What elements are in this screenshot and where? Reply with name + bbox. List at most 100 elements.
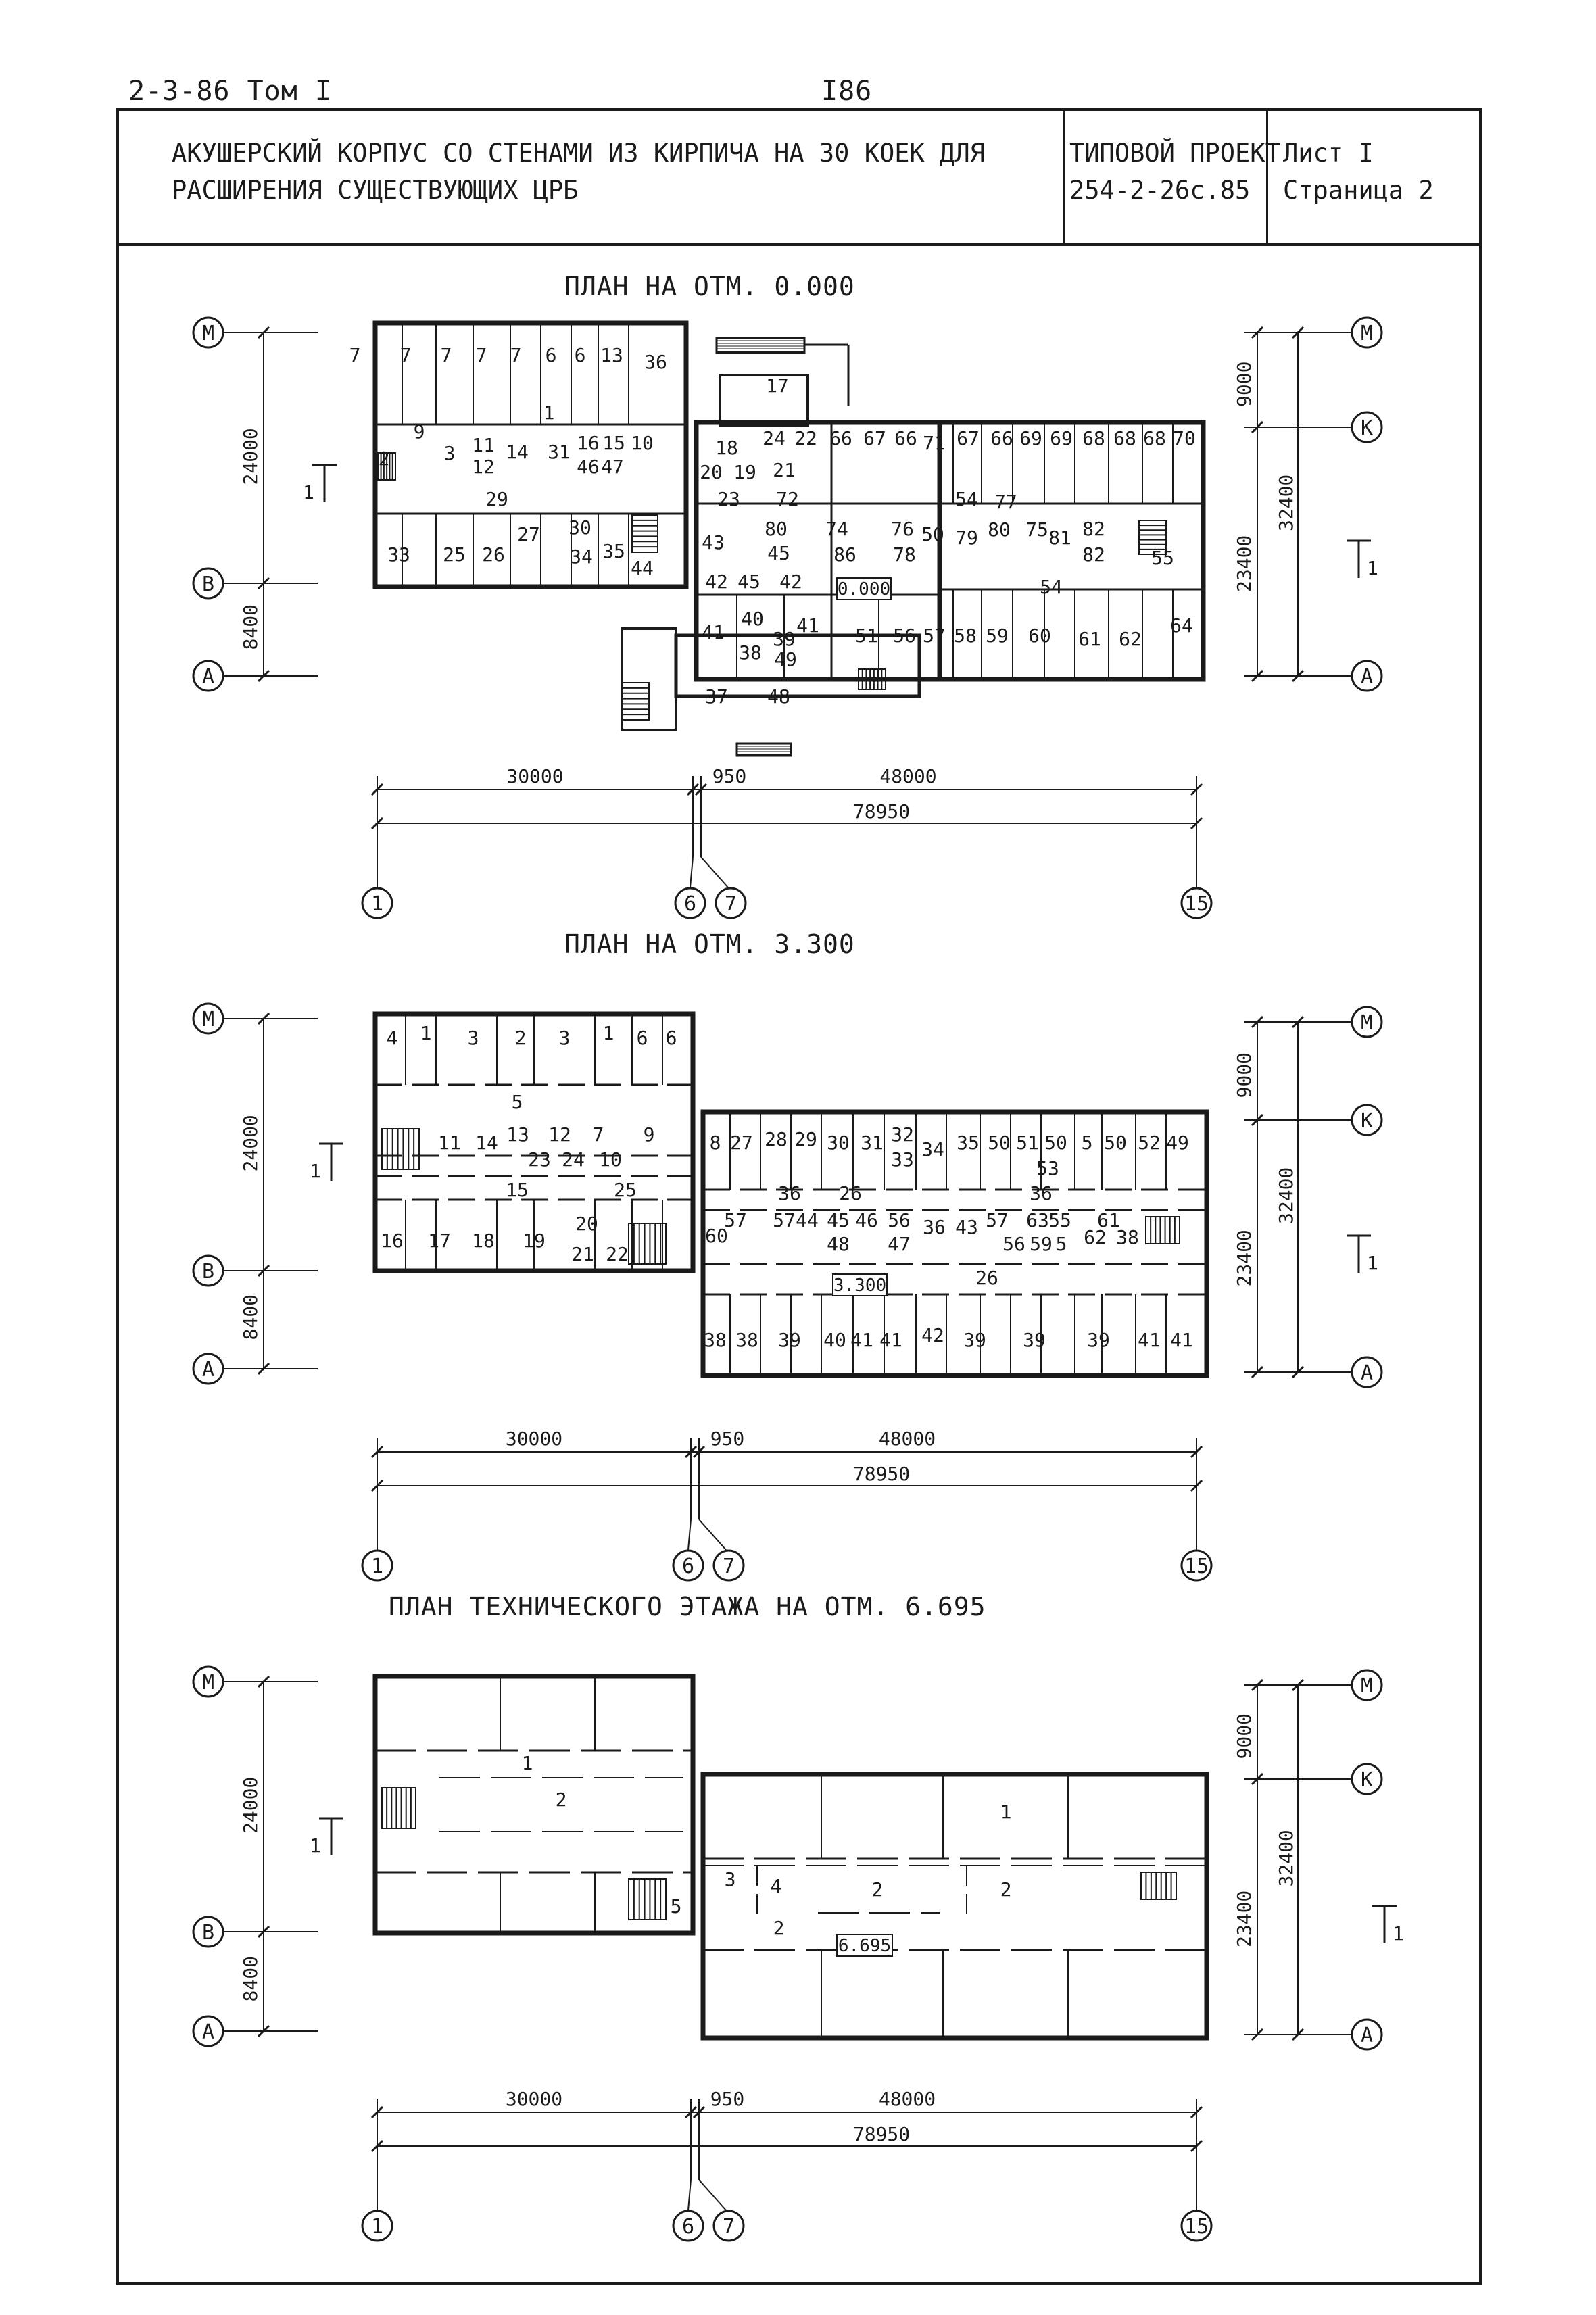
room-number-34: 34 bbox=[921, 1138, 944, 1161]
room-number-43: 43 bbox=[702, 531, 725, 554]
room-number-66: 66 bbox=[990, 427, 1013, 449]
page-number: I86 bbox=[821, 76, 873, 107]
room-number-2: 2 bbox=[379, 447, 390, 470]
stair-outline bbox=[1145, 1216, 1180, 1244]
dimension-tick bbox=[257, 669, 270, 683]
room-number-54: 54 bbox=[1040, 576, 1063, 598]
dim-30000: 30000 bbox=[506, 765, 563, 787]
room-number-19: 19 bbox=[523, 1229, 546, 1252]
axis-15-label: 15 bbox=[1184, 892, 1209, 916]
room-number-50: 50 bbox=[1044, 1131, 1067, 1154]
section-mark-left-label: 1 bbox=[303, 481, 314, 504]
axis-a-right-label: А bbox=[1361, 665, 1373, 689]
room-number-36: 36 bbox=[778, 1182, 801, 1204]
axis-1-label: 1 bbox=[371, 2215, 383, 2239]
stair-outline bbox=[1140, 1872, 1177, 1900]
dim-left-24000: 24000 bbox=[239, 428, 262, 485]
dimension-tick bbox=[1251, 420, 1264, 434]
level-mark-box bbox=[836, 1934, 893, 1957]
axis-7-circle bbox=[712, 1549, 745, 1582]
dim-950: 950 bbox=[710, 1428, 745, 1450]
dim-48000: 48000 bbox=[879, 1428, 936, 1450]
room-number-60: 60 bbox=[705, 1225, 728, 1247]
entrance-steps bbox=[735, 742, 792, 757]
stair-outline bbox=[628, 1223, 667, 1265]
axis-k-right-circle bbox=[1351, 411, 1383, 443]
axis-m-left-circle bbox=[192, 316, 224, 349]
room-number-86: 86 bbox=[833, 543, 856, 566]
axis-7-label: 7 bbox=[723, 2215, 735, 2239]
room-number-8: 8 bbox=[710, 1131, 721, 1154]
section-mark-right-label: 1 bbox=[1393, 1922, 1404, 1945]
room-number-53: 53 bbox=[1036, 1157, 1059, 1179]
dimension-tick bbox=[257, 2024, 270, 2038]
room-number-61: 61 bbox=[1097, 1209, 1120, 1232]
room-number-41: 41 bbox=[702, 621, 725, 643]
dimension-tick bbox=[1251, 326, 1264, 339]
axis-k-right-circle bbox=[1351, 1763, 1383, 1795]
room-number-36: 36 bbox=[644, 351, 667, 373]
title-block: АКУШЕРСКИЙ КОРПУС СО СТЕНАМИ ИЗ КИРПИЧА … bbox=[119, 111, 1479, 246]
room-number-39: 39 bbox=[778, 1329, 801, 1351]
section-mark-left-label: 1 bbox=[310, 1160, 321, 1182]
room-number-13: 13 bbox=[600, 344, 623, 366]
axis-a-right-circle bbox=[1351, 2018, 1383, 2051]
room-number-32: 32 bbox=[891, 1123, 914, 1146]
axis-1-circle bbox=[361, 1549, 393, 1582]
room-number-47: 47 bbox=[888, 1233, 911, 1255]
room-number-4: 4 bbox=[387, 1027, 398, 1049]
room-number-71: 71 bbox=[923, 432, 946, 454]
dim-48000: 48000 bbox=[879, 765, 936, 787]
dimension-tick bbox=[1190, 817, 1203, 830]
room-number-29: 29 bbox=[485, 488, 508, 510]
room-number-1: 1 bbox=[1000, 1801, 1012, 1823]
stair-outline bbox=[381, 1787, 416, 1829]
axis-k-right-label: К bbox=[1361, 1109, 1373, 1133]
room-number-78: 78 bbox=[893, 543, 916, 566]
room-number-16: 16 bbox=[381, 1229, 404, 1252]
dim-78950: 78950 bbox=[853, 1463, 910, 1485]
dimension-tick bbox=[692, 2105, 706, 2119]
dim-right-23400: 23400 bbox=[1233, 535, 1255, 592]
room-number-2: 2 bbox=[773, 1917, 785, 1939]
level-mark-box bbox=[836, 577, 892, 600]
room-number-46: 46 bbox=[855, 1209, 878, 1232]
dimension-tick bbox=[370, 817, 384, 830]
axis-a-left-circle bbox=[192, 1353, 224, 1385]
dimension-tick bbox=[257, 1362, 270, 1375]
dimension-tick bbox=[1291, 2028, 1305, 2041]
room-number-64: 64 bbox=[1170, 614, 1193, 637]
axis-15-circle bbox=[1180, 1549, 1213, 1582]
room-number-27: 27 bbox=[517, 523, 540, 545]
room-number-55: 55 bbox=[1151, 547, 1174, 569]
dimension-tick bbox=[370, 2139, 384, 2153]
axis-a-left-label: А bbox=[202, 2020, 214, 2044]
dim-left-8400: 8400 bbox=[239, 1956, 262, 2001]
axis-1-circle bbox=[361, 2210, 393, 2242]
project-label: ТИПОВОЙ ПРОЕКТ bbox=[1069, 139, 1280, 168]
room-number-2: 2 bbox=[556, 1788, 567, 1811]
room-number-3: 3 bbox=[559, 1027, 571, 1049]
dim-48000: 48000 bbox=[879, 2088, 936, 2110]
room-number-56: 56 bbox=[893, 625, 916, 647]
axis-7-label: 7 bbox=[723, 1555, 735, 1578]
dim-right-23400: 23400 bbox=[1233, 1229, 1255, 1286]
room-number-47: 47 bbox=[601, 456, 624, 478]
room-number-41: 41 bbox=[879, 1329, 902, 1351]
room-number-50: 50 bbox=[921, 523, 944, 545]
room-number-23: 23 bbox=[528, 1148, 551, 1171]
room-number-1: 1 bbox=[420, 1022, 432, 1044]
room-number-44: 44 bbox=[631, 557, 654, 579]
room-number-20: 20 bbox=[700, 461, 723, 483]
room-number-69: 69 bbox=[1050, 427, 1073, 449]
bubble-leader bbox=[690, 856, 694, 888]
bubble-leader bbox=[698, 1519, 727, 1551]
axis-k-right-label: К bbox=[1361, 416, 1373, 440]
stair-outline bbox=[381, 1128, 420, 1170]
stair-outline bbox=[621, 682, 650, 721]
room-number-41: 41 bbox=[850, 1329, 873, 1351]
dimension-tick bbox=[1190, 1445, 1203, 1459]
axis-k-right-label: К bbox=[1361, 1768, 1373, 1792]
room-number-63: 63 bbox=[1026, 1209, 1049, 1232]
